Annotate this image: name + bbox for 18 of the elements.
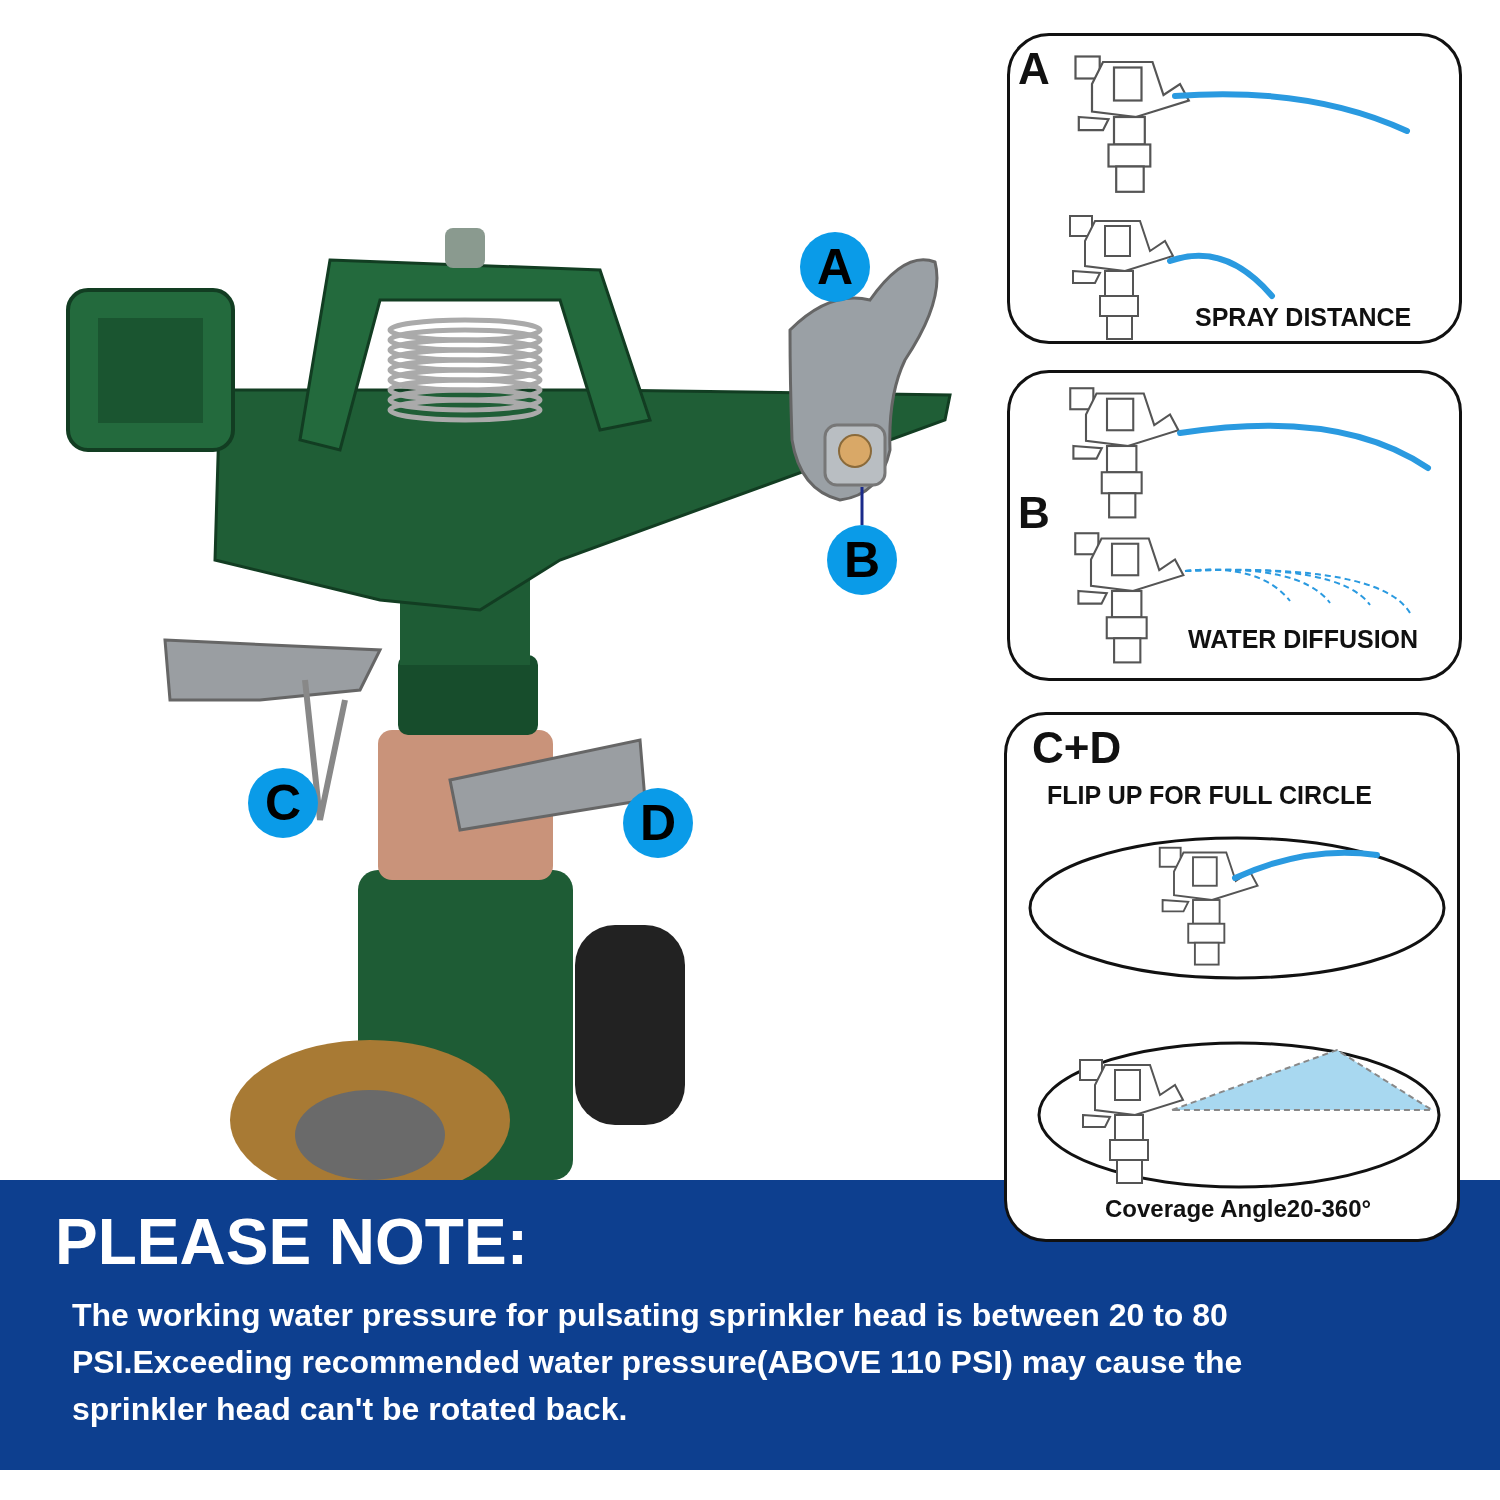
callout-letter: D [623, 788, 693, 858]
panel-caption: FLIP UP FOR FULL CIRCLE [1047, 781, 1372, 810]
panel-caption: WATER DIFFUSION [1188, 625, 1419, 654]
note-text: The working water pressure for pulsating sprinkler head is between 20 to 80 PSI.Exceeding recommended water pressure(ABOVE 110 PSI) may cause the sprinkler head can't be rotated back. [72, 1296, 1244, 1429]
nozzle-drawing [823, 423, 887, 487]
info-panel [1007, 33, 1462, 344]
callout-letter: A [800, 232, 870, 302]
panel-caption: Coverage Angle20-360° [1105, 1195, 1372, 1223]
note-heading: PLEASE NOTE: [55, 1205, 528, 1279]
info-panel [1004, 712, 1460, 1242]
callout-letter: B [827, 525, 897, 595]
info-panel [1007, 370, 1462, 681]
panel-caption: SPRAY DISTANCE [1195, 303, 1412, 332]
panel-heading: C+D [1032, 723, 1122, 773]
callout-letter: C [248, 768, 318, 838]
panel-letter: B [1018, 488, 1050, 538]
panel-letter: A [1018, 44, 1050, 94]
leader-line [860, 487, 864, 525]
